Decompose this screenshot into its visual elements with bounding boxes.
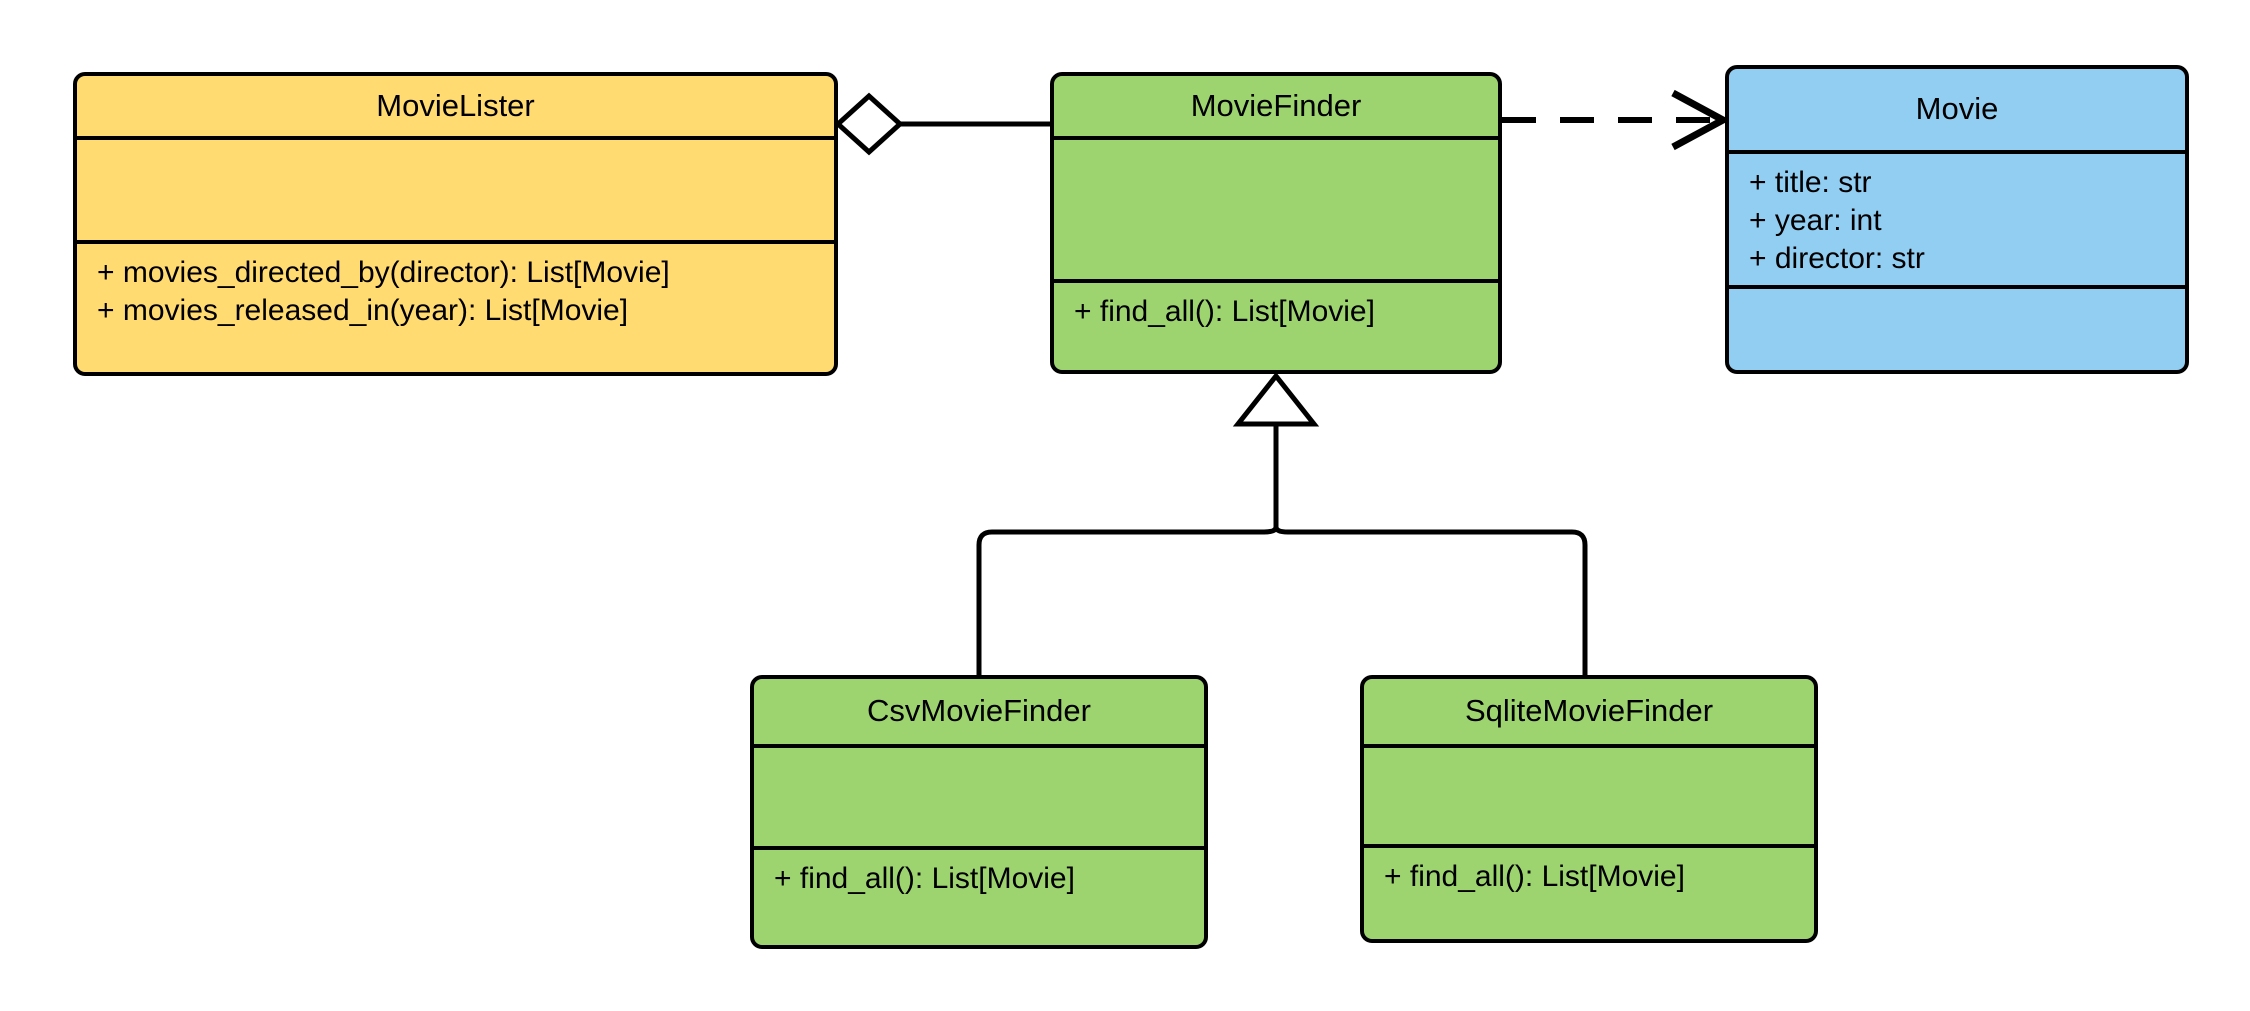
class-attributes-compartment: [1054, 140, 1498, 283]
class-title: Movie: [1915, 91, 1999, 127]
class-name-compartment: MovieLister: [77, 76, 834, 140]
class-methods-compartment: + find_all(): List[Movie]: [1054, 283, 1498, 370]
class-name-compartment: MovieFinder: [1054, 76, 1498, 140]
class-attributes-compartment: [754, 748, 1204, 850]
class-attributes-compartment: [77, 140, 834, 244]
class-attributes-compartment: [1364, 748, 1814, 848]
method-item: + movies_directed_by(director): List[Mov…: [97, 256, 670, 289]
class-title: MovieLister: [376, 87, 535, 123]
edge-dependency-moviefinder-movie: [1502, 89, 1731, 151]
class-methods-compartment: [1729, 289, 2185, 370]
class-methods-compartment: + find_all(): List[Movie]: [754, 850, 1204, 945]
hollow-diamond-icon: [834, 92, 904, 156]
edge-aggregation-movielister-moviefinder: [834, 92, 1050, 156]
class-box-moviefinder[interactable]: MovieFinder + find_all(): List[Movie]: [1050, 72, 1502, 374]
class-attributes-compartment: + title: str + year: int + director: str: [1729, 154, 2185, 289]
open-arrow-icon: [1671, 89, 1731, 151]
class-methods-compartment: + movies_directed_by(director): List[Mov…: [77, 244, 834, 372]
attribute-item: + director: str: [1749, 242, 1925, 276]
class-name-compartment: Movie: [1729, 69, 2185, 154]
method-item: + movies_released_in(year): List[Movie]: [97, 294, 629, 328]
method-item: + find_all(): List[Movie]: [774, 862, 1075, 895]
class-name-compartment: CsvMovieFinder: [754, 679, 1204, 748]
generalization-fork-path: [976, 524, 1588, 675]
class-box-movielister[interactable]: MovieLister + movies_directed_by(directo…: [73, 72, 838, 376]
method-item: + find_all(): List[Movie]: [1074, 295, 1375, 328]
attribute-item: + year: int: [1749, 204, 1882, 238]
hollow-triangle-icon: [1232, 371, 1320, 427]
class-title: CsvMovieFinder: [867, 693, 1091, 729]
class-box-csvmoviefinder[interactable]: CsvMovieFinder + find_all(): List[Movie]: [750, 675, 1208, 949]
class-methods-compartment: + find_all(): List[Movie]: [1364, 848, 1814, 939]
class-title: MovieFinder: [1190, 87, 1362, 123]
class-box-sqlitemoviefinder[interactable]: SqliteMovieFinder + find_all(): List[Mov…: [1360, 675, 1818, 943]
class-name-compartment: SqliteMovieFinder: [1364, 679, 1814, 748]
class-box-movie[interactable]: Movie + title: str + year: int + directo…: [1725, 65, 2189, 374]
attribute-item: + title: str: [1749, 166, 1872, 199]
class-title: SqliteMovieFinder: [1464, 693, 1714, 729]
edge-generalization-fork: [976, 371, 1588, 675]
method-item: + find_all(): List[Movie]: [1384, 860, 1685, 893]
